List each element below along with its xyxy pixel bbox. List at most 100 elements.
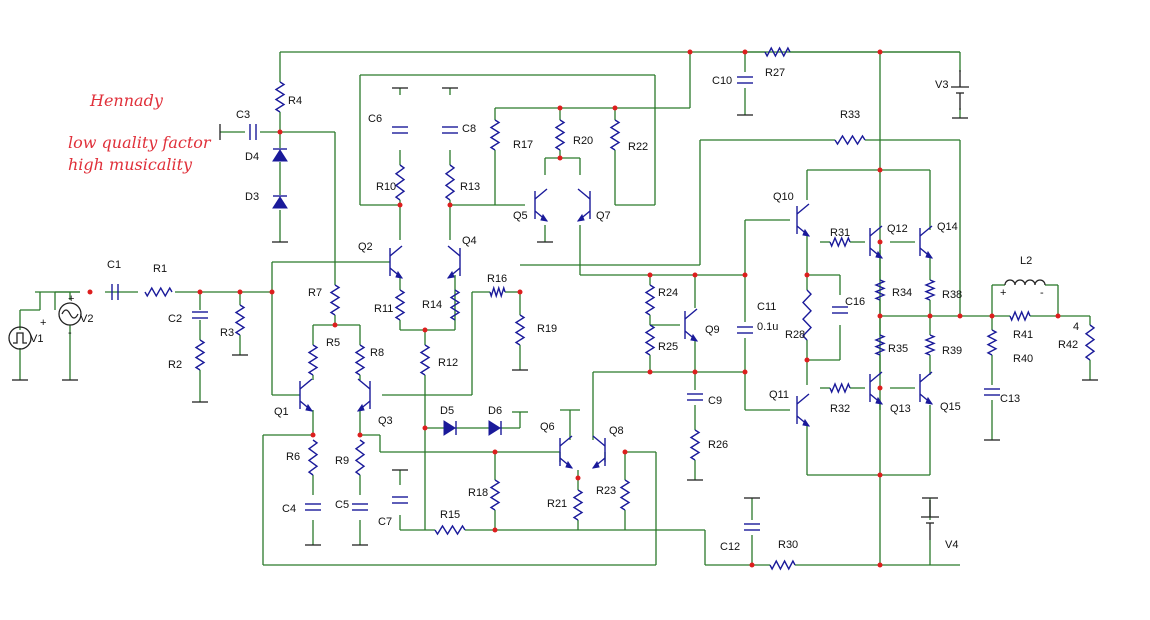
resistor-r27 (764, 46, 791, 58)
junction-dot (612, 105, 618, 111)
resistor-r15 (434, 524, 466, 536)
transistor-q5 (534, 188, 549, 222)
junction-dot (517, 289, 523, 295)
transistor-q14 (919, 225, 934, 259)
label-r42-val: 4 (1073, 321, 1079, 333)
junction-dot (742, 49, 748, 55)
wiring (19, 51, 1091, 566)
label-r35: R35 (888, 343, 908, 355)
label-r22: R22 (628, 141, 648, 153)
label-r9: R9 (335, 455, 349, 467)
resistor-r3 (234, 304, 246, 336)
resistor-r39 (924, 334, 936, 356)
label-c10: C10 (712, 75, 732, 87)
junction-dot (804, 272, 810, 278)
junction-dot (742, 369, 748, 375)
junction-dot (692, 272, 698, 278)
label-q1: Q1 (274, 406, 289, 418)
label-q9: Q9 (705, 324, 720, 336)
junction-dot (237, 289, 243, 295)
label-v2: V2 (80, 313, 93, 325)
junction-dot (877, 472, 883, 478)
label-r41: R41 (1013, 329, 1033, 341)
resistor-r25 (644, 324, 656, 356)
resistor-r30 (769, 559, 796, 571)
label-r4: R4 (288, 95, 302, 107)
junction-dot (687, 49, 693, 55)
label-r2: R2 (168, 359, 182, 371)
label-r3: R3 (220, 327, 234, 339)
label-v1: V1 (30, 333, 43, 345)
label-r21: R21 (547, 498, 567, 510)
junctions (87, 49, 1061, 568)
label-c13: C13 (1000, 393, 1020, 405)
label-c7: C7 (378, 516, 392, 528)
junction-dot (422, 425, 428, 431)
label-r24: R24 (658, 287, 678, 299)
label-q7: Q7 (596, 210, 611, 222)
label-r11: R11 (374, 303, 393, 315)
inductor-l2 (1004, 279, 1046, 286)
junction-dot (622, 449, 628, 455)
junction-dot (269, 289, 275, 295)
capacitor-c13 (984, 388, 1000, 396)
battery-v3 (951, 70, 969, 110)
label-r19: R19 (537, 323, 557, 335)
resistor-r17 (489, 119, 501, 151)
battery-v4 (921, 500, 939, 540)
label-r18: R18 (468, 487, 488, 499)
label-r33: R33 (840, 109, 860, 121)
resistor-r13 (444, 164, 456, 201)
junction-dot (1055, 313, 1061, 319)
junction-dot (877, 239, 883, 245)
label-d3: D3 (245, 191, 259, 203)
label-q15: Q15 (940, 401, 961, 413)
resistor-r9 (354, 439, 366, 476)
label-c16: C16 (845, 296, 865, 308)
polarity-mark: - (68, 327, 72, 339)
label-c8: C8 (462, 123, 476, 135)
resistor-r38 (924, 279, 936, 301)
zener-d3 (272, 195, 288, 209)
capacitor-c7 (392, 496, 408, 504)
transistor-q6 (559, 435, 574, 469)
transistor-q9 (684, 308, 699, 342)
capacitor-c2 (192, 311, 208, 319)
label-q3: Q3 (378, 415, 393, 427)
label-r38: R38 (942, 289, 962, 301)
capacitor-c3 (249, 124, 257, 140)
label-d4: D4 (245, 151, 259, 163)
polarity-mark: - (1040, 287, 1044, 299)
capacitor-c9 (687, 393, 703, 401)
sine-source-v2 (58, 302, 82, 326)
label-q4: Q4 (462, 235, 477, 247)
junction-dot (447, 202, 453, 208)
quality-note: low quality factor (68, 133, 212, 152)
capacitor-c16 (832, 306, 848, 314)
resistor-r24 (644, 284, 656, 316)
label-r27: R27 (765, 67, 785, 79)
label-r1: R1 (153, 263, 167, 275)
zener-d4 (272, 148, 288, 162)
junction-dot (575, 475, 581, 481)
resistor-r34 (874, 279, 886, 301)
capacitor-c1 (111, 284, 119, 300)
label-q6: Q6 (540, 421, 555, 433)
diode-d5 (443, 420, 457, 436)
junction-dot (397, 202, 403, 208)
label-q2: Q2 (358, 241, 373, 253)
label-r34: R34 (892, 287, 912, 299)
label-c2: C2 (168, 313, 182, 325)
resistor-r21 (572, 489, 584, 521)
junction-dot (804, 357, 810, 363)
label-r15: R15 (440, 509, 460, 521)
transistor-q13 (869, 371, 884, 405)
junction-dot (989, 313, 995, 319)
capacitor-c5 (352, 503, 368, 511)
label-c1: C1 (107, 259, 121, 271)
label-r31: R31 (830, 227, 850, 239)
resistor-r5 (307, 344, 319, 376)
label-r14: R14 (422, 299, 442, 311)
